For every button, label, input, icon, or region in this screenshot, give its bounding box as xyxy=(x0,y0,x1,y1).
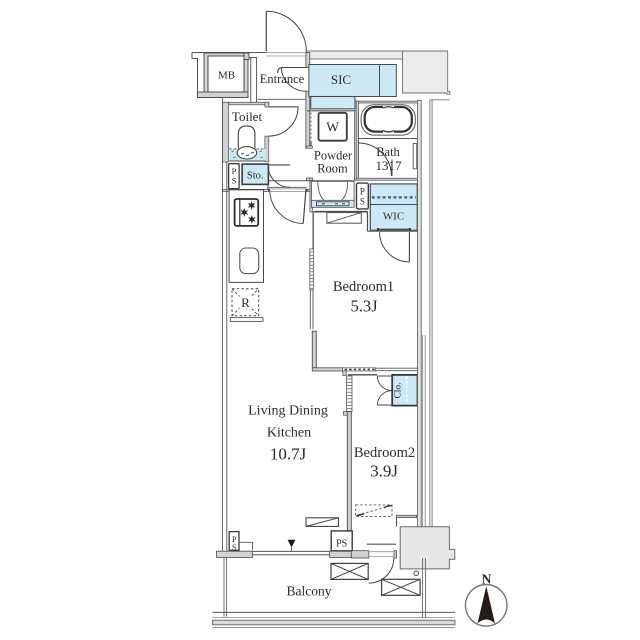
svg-text:Sto.: Sto. xyxy=(247,171,264,182)
svg-text:Room: Room xyxy=(317,162,348,176)
svg-text:P: P xyxy=(232,166,237,176)
svg-text:Kitchen: Kitchen xyxy=(267,426,311,441)
svg-text:P: P xyxy=(232,535,237,544)
svg-text:W: W xyxy=(326,120,339,135)
svg-text:Bedroom1: Bedroom1 xyxy=(333,279,394,295)
svg-text:S: S xyxy=(360,197,365,207)
svg-text:Toilet: Toilet xyxy=(232,109,263,124)
svg-text:1317: 1317 xyxy=(376,158,403,173)
svg-text:PS: PS xyxy=(336,539,347,550)
svg-text:N: N xyxy=(482,572,492,587)
svg-text:3.9J: 3.9J xyxy=(370,462,398,481)
svg-text:Bath: Bath xyxy=(376,145,400,159)
svg-text:S: S xyxy=(232,176,237,186)
svg-text:Clo.: Clo. xyxy=(394,382,404,398)
svg-text:SIC: SIC xyxy=(331,72,351,87)
svg-text:Balcony: Balcony xyxy=(287,584,332,599)
svg-text:MB: MB xyxy=(218,70,235,82)
svg-text:WIC: WIC xyxy=(383,211,404,223)
svg-text:P: P xyxy=(360,187,365,197)
svg-text:S: S xyxy=(232,543,236,552)
svg-text:R: R xyxy=(241,295,250,310)
svg-text:Entrance: Entrance xyxy=(260,72,305,86)
svg-text:10.7J: 10.7J xyxy=(270,445,307,464)
svg-text:5.3J: 5.3J xyxy=(350,297,378,316)
svg-text:Powder: Powder xyxy=(314,149,353,163)
svg-text:Bedroom2: Bedroom2 xyxy=(354,445,415,461)
svg-text:Living Dining: Living Dining xyxy=(248,404,328,419)
